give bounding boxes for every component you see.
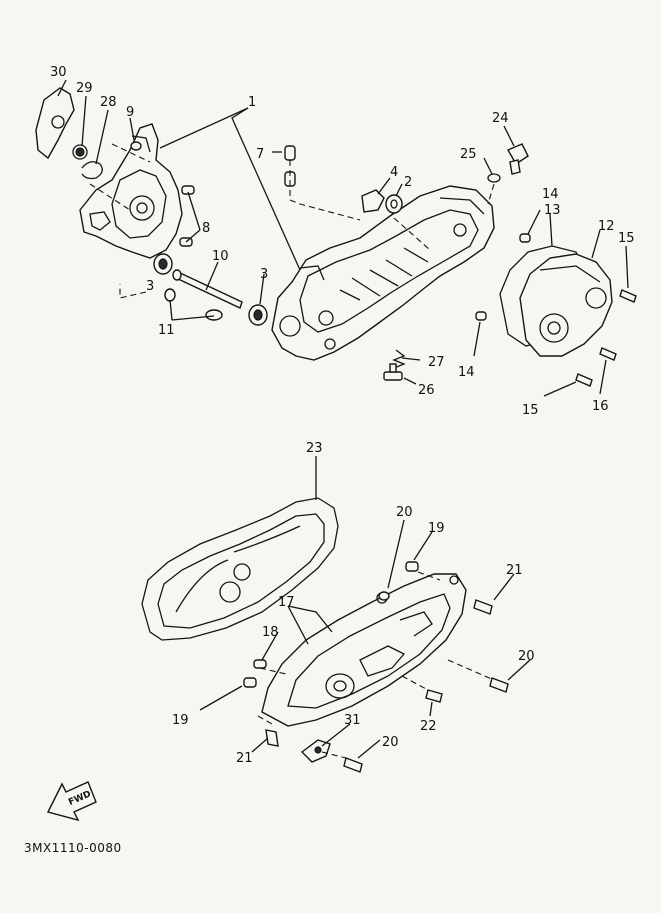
part-18-dowel xyxy=(253,659,267,669)
part-10-shaft xyxy=(172,269,243,309)
callout-25: 25 xyxy=(460,147,477,162)
part-26-bolt xyxy=(383,363,403,381)
part-21-bolts xyxy=(265,599,493,747)
part-23-gasket xyxy=(141,497,339,641)
drawing-code: 3MX1110-0080 xyxy=(24,841,122,855)
part-16-bolt xyxy=(599,347,617,361)
callout-18: 18 xyxy=(262,625,279,640)
cover-assembly xyxy=(141,456,531,773)
lower-leader-lines xyxy=(199,456,531,759)
callout-14-top: 14 xyxy=(542,187,559,202)
callout-29: 29 xyxy=(76,81,93,96)
forward-direction-marker: FWD xyxy=(46,781,97,822)
part-25-oring xyxy=(487,173,501,183)
callout-28: 28 xyxy=(100,95,117,110)
callout-13: 13 xyxy=(544,203,561,218)
callout-10: 10 xyxy=(212,249,229,264)
transmission-cover xyxy=(261,573,467,727)
callout-14-bottom: 14 xyxy=(458,365,475,380)
part-11-washers xyxy=(164,288,223,321)
callout-15-bottom: 15 xyxy=(522,403,539,418)
callout-3-left: 3 xyxy=(146,279,154,294)
part-9-dowel xyxy=(130,141,142,151)
part-27-spring xyxy=(392,349,406,369)
callout-7: 7 xyxy=(256,147,264,162)
callout-12: 12 xyxy=(598,219,615,234)
part-7-dowels xyxy=(284,145,296,187)
part-30-plate xyxy=(35,87,75,160)
part-19-dowels xyxy=(243,561,419,688)
callout-1: 1 xyxy=(248,95,256,110)
callout-20-right: 20 xyxy=(518,649,535,664)
callout-21-top: 21 xyxy=(506,563,523,578)
callout-17: 17 xyxy=(278,595,295,610)
part-22-bolt xyxy=(425,689,443,703)
part-29-bolt xyxy=(72,144,88,160)
callout-2: 2 xyxy=(404,175,412,190)
callout-19-top: 19 xyxy=(428,521,445,536)
callout-31: 31 xyxy=(344,713,361,728)
part-2-collar xyxy=(385,194,403,214)
callout-labels: 1 2 3 3 4 7 8 9 10 11 12 13 14 14 15 15 … xyxy=(50,65,635,766)
callout-4: 4 xyxy=(390,165,398,180)
callout-26: 26 xyxy=(418,383,435,398)
callout-19-bottom: 19 xyxy=(172,713,189,728)
crankcase-assembly xyxy=(35,79,637,397)
part-4-fitting xyxy=(361,189,385,213)
callout-9: 9 xyxy=(126,105,134,120)
part-3-bearing-left xyxy=(153,253,173,275)
part-24-plug xyxy=(507,143,529,175)
callout-16: 16 xyxy=(592,399,609,414)
callout-20-bottom: 20 xyxy=(382,735,399,750)
part-3-bearing-right xyxy=(248,304,268,326)
callout-20-top: 20 xyxy=(396,505,413,520)
callout-22: 22 xyxy=(420,719,437,734)
main-crankcase xyxy=(271,185,495,361)
part-15-bolts xyxy=(575,289,637,387)
part-14-dowels xyxy=(475,233,531,321)
callout-30: 30 xyxy=(50,65,67,80)
callout-15-top: 15 xyxy=(618,231,635,246)
callout-24: 24 xyxy=(492,111,509,126)
callout-8: 8 xyxy=(202,221,210,236)
part-12-side-cover xyxy=(519,253,613,357)
part-20-bolts xyxy=(343,591,509,773)
callout-3-right: 3 xyxy=(260,267,268,282)
callout-21-bottom: 21 xyxy=(236,751,253,766)
callout-27: 27 xyxy=(428,355,445,370)
callout-23: 23 xyxy=(306,441,323,456)
part-28-clip xyxy=(81,161,103,180)
upper-leader-lines xyxy=(57,79,629,397)
callout-11: 11 xyxy=(158,323,175,338)
